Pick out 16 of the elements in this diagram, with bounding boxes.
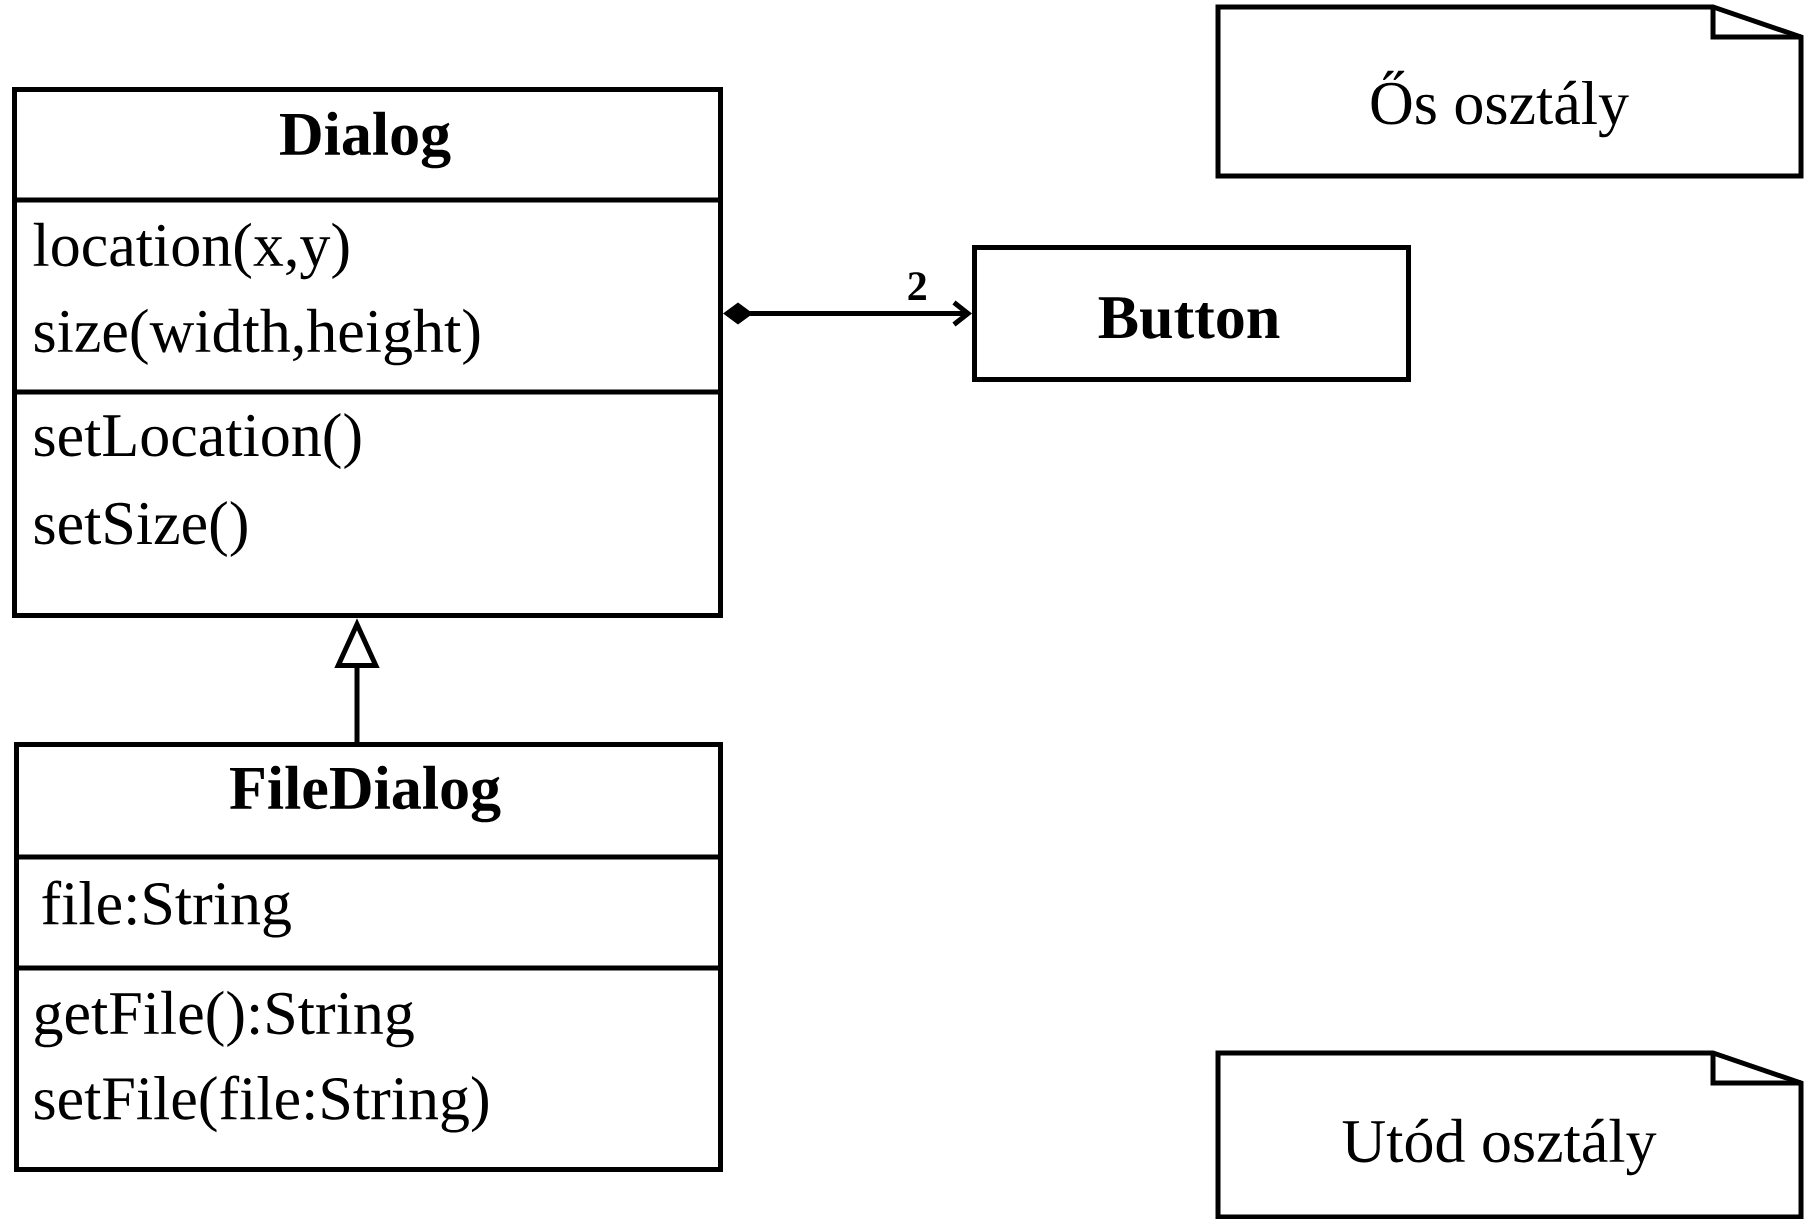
class-box [972, 245, 1411, 382]
attribute: location(x,y) [33, 222, 349, 280]
multiplicity: 2 [908, 272, 926, 300]
attribute: size(width,height) [35, 308, 480, 366]
method: setLocation() [35, 412, 361, 470]
method: getFile():String [35, 990, 414, 1048]
class-box [14, 742, 723, 1172]
class-name: FileDialog [230, 765, 501, 823]
method: setFile(file:String) [35, 1075, 488, 1133]
note-box: Utód osztály [1215, 1050, 1804, 1219]
attribute: file:String [42, 880, 291, 938]
class-name: Button [1098, 297, 1280, 339]
note-box: Ős osztály [1215, 4, 1804, 179]
method: setSize() [35, 500, 247, 558]
class-name: Dialog [280, 111, 451, 169]
class-box [12, 87, 723, 618]
